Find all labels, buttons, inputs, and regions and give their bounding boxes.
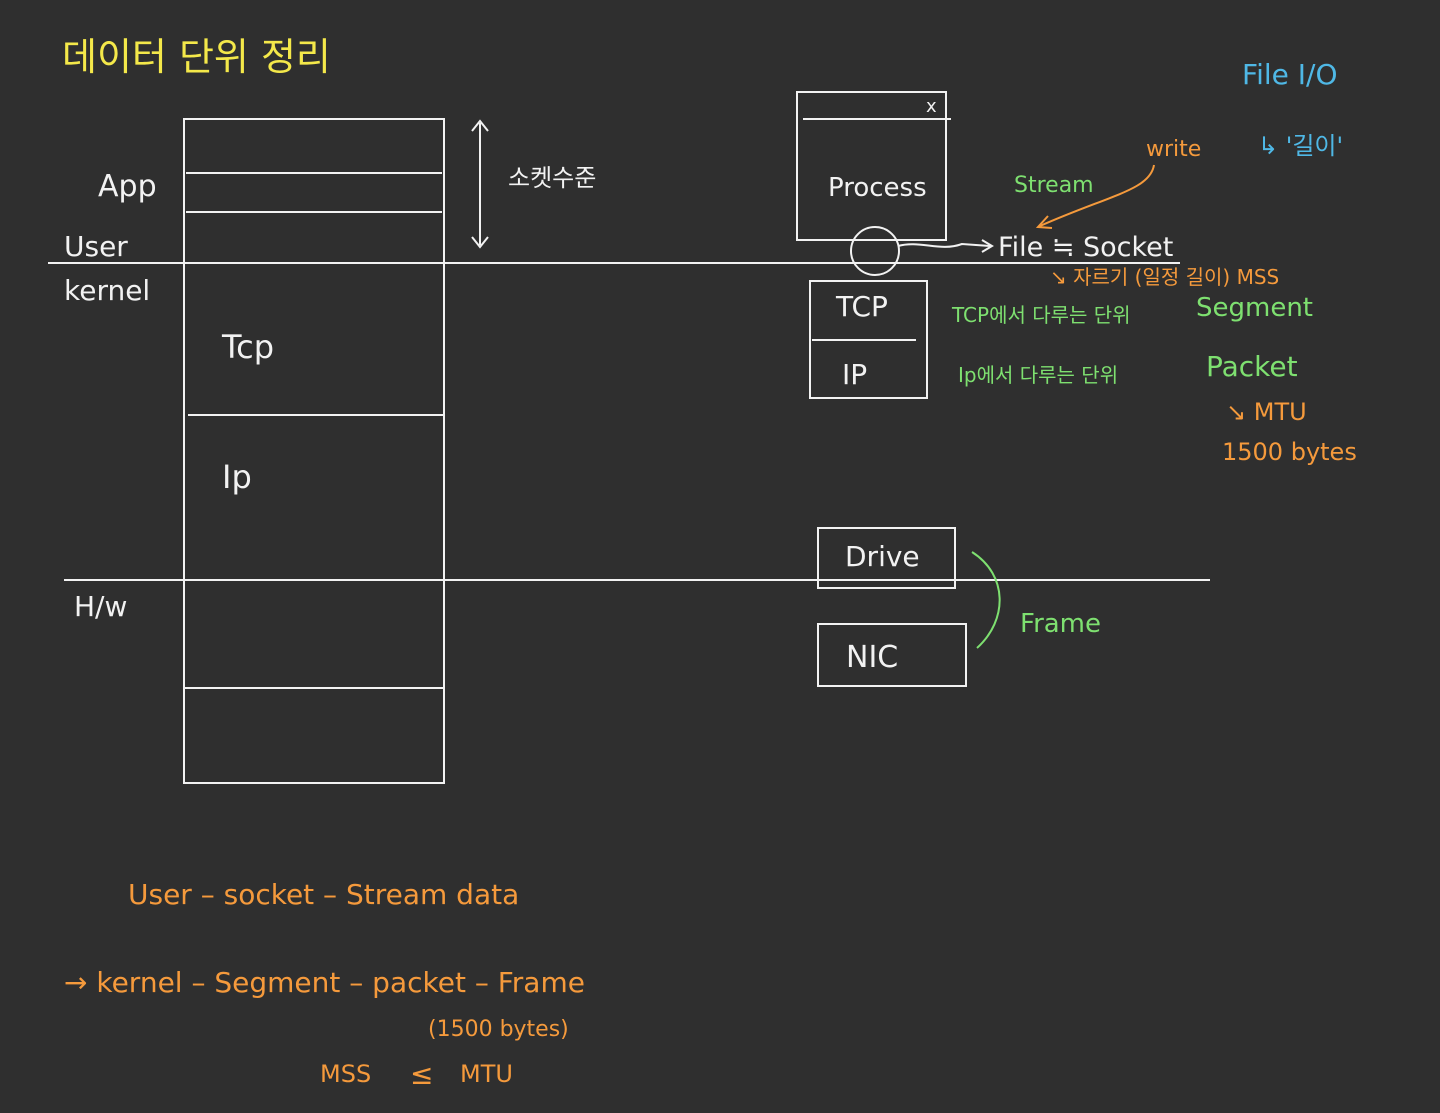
- arrow-head-down: [471, 236, 489, 249]
- stack-ip-label: Ip: [222, 458, 252, 496]
- write-arrow-head: [1035, 215, 1053, 229]
- length-note: ↳ '길이': [1258, 132, 1343, 160]
- diagram-title: 데이터 단위 정리: [62, 35, 331, 79]
- ip-unit-note: Ip에서 다루는 단위: [958, 363, 1118, 387]
- box-ip-label: IP: [842, 358, 867, 391]
- nic-box: [817, 623, 967, 687]
- process-window: [796, 91, 947, 241]
- drive-box: [817, 527, 956, 589]
- box-tcp-label: TCP: [835, 290, 888, 323]
- summary-line-2: → kernel – Segment – packet – Frame: [64, 966, 585, 999]
- stack-tcp-label: Tcp: [221, 328, 274, 366]
- drive-label: Drive: [845, 540, 920, 573]
- summary-mss: MSS: [320, 1060, 371, 1088]
- arrow-head-up: [471, 119, 489, 132]
- layer-stack-box: [183, 118, 445, 784]
- stream-label: Stream: [1014, 173, 1094, 198]
- segment-label: Segment: [1196, 293, 1313, 323]
- layer-label-user: User: [64, 230, 128, 263]
- summary-le: ≤: [410, 1058, 433, 1091]
- summary-bytes: (1500 bytes): [428, 1017, 569, 1042]
- frame-brace: [971, 551, 1001, 649]
- close-icon: x: [926, 96, 937, 117]
- layer-label-hw: H/w: [74, 590, 127, 623]
- file-io-label: File I/O: [1242, 58, 1337, 91]
- socket-level-label: 소켓수준: [508, 164, 596, 192]
- nic-label: NIC: [846, 640, 898, 675]
- write-label: write: [1146, 137, 1201, 162]
- file-socket-label: File ≒ Socket: [998, 232, 1173, 263]
- packet-label: Packet: [1206, 350, 1298, 383]
- mss-note: ↘ 자르기 (일정 길이) MSS: [1050, 265, 1279, 289]
- layer-label-kernel: kernel: [64, 274, 150, 307]
- frame-label: Frame: [1020, 609, 1101, 639]
- socket-arrow-head: [981, 239, 994, 253]
- bytes-note: 1500 bytes: [1222, 438, 1357, 466]
- mtu-note: ↘ MTU: [1226, 398, 1307, 426]
- process-label: Process: [828, 173, 927, 203]
- summary-line-1: User – socket – Stream data: [128, 878, 519, 911]
- socket-to-file-arrow: [897, 242, 991, 248]
- write-arrow: [1039, 164, 1155, 227]
- layer-label-app: App: [98, 169, 157, 204]
- tcp-unit-note: TCP에서 다루는 단위: [951, 303, 1131, 327]
- tcp-ip-box: [809, 280, 928, 399]
- summary-mtu: MTU: [460, 1060, 513, 1088]
- socket-circle: [850, 226, 900, 276]
